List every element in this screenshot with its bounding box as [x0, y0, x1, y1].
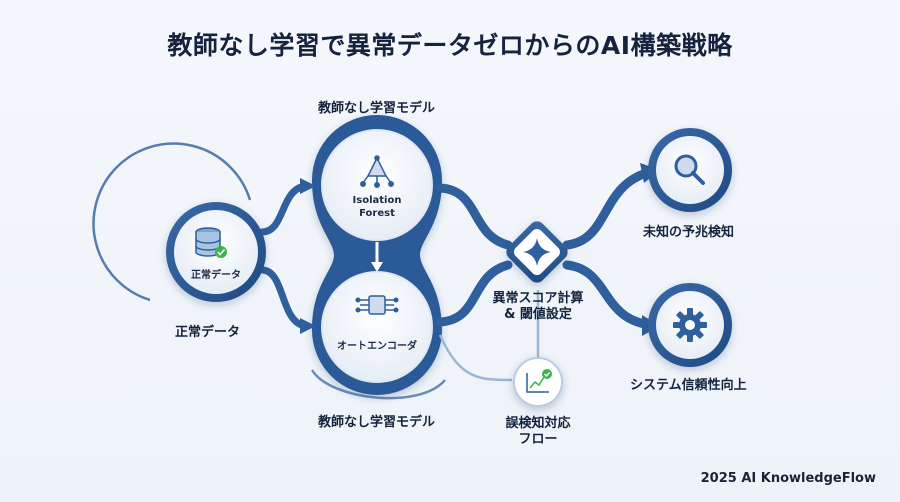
normal-data-inner-label: 正常データ — [191, 270, 241, 281]
page-title: 教師なし学習で異常データゼロからのAI構築戦略 — [167, 31, 733, 60]
check-icon — [215, 246, 227, 258]
footer-credit: 2025 AI KnowledgeFlow — [700, 471, 876, 486]
anomaly-score-label: 異常スコア計算 & 閾値設定 — [492, 291, 584, 322]
flow-arrowhead-2 — [300, 318, 316, 334]
autoencoder-node — [321, 271, 433, 383]
network-triangle-icon — [360, 155, 394, 188]
flow-arrowhead-1 — [300, 178, 316, 194]
normal-data-arc — [92, 142, 252, 302]
flow-arrow-score-to-system — [562, 260, 655, 330]
unknown-detection-label: 未知の予兆検知 — [643, 225, 735, 240]
search-icon — [674, 154, 705, 185]
autoencoder-label: オートエンコーダ — [337, 341, 417, 352]
autoencoder-arc — [310, 369, 446, 400]
false-detection-label: 誤検知対応 フロー — [505, 416, 571, 447]
flow-arrow-score-to-unknown — [562, 167, 655, 250]
chart-check-icon — [542, 369, 552, 379]
flow-arrow-ae-to-score — [435, 260, 513, 327]
false-detection-node — [513, 357, 563, 407]
sparkle-icon — [523, 238, 551, 266]
bottom-model-label: 教師なし学習モデル — [318, 415, 436, 430]
flow-arrow-normal-to-if — [258, 182, 309, 236]
gear-icon — [673, 308, 707, 342]
isolation-forest-label: Isolation Forest — [352, 195, 402, 219]
top-model-label: 教師なし学習モデル — [318, 101, 436, 116]
feedback-line — [438, 334, 513, 382]
flow-arrow-if-to-score — [435, 183, 513, 250]
chip-icon — [355, 295, 399, 315]
system-reliability-label: システム信頼性向上 — [630, 378, 747, 393]
chart-icon — [526, 373, 549, 393]
flow-arrow-normal-to-ae — [258, 266, 309, 330]
normal-data-label: 正常データ — [175, 325, 241, 340]
